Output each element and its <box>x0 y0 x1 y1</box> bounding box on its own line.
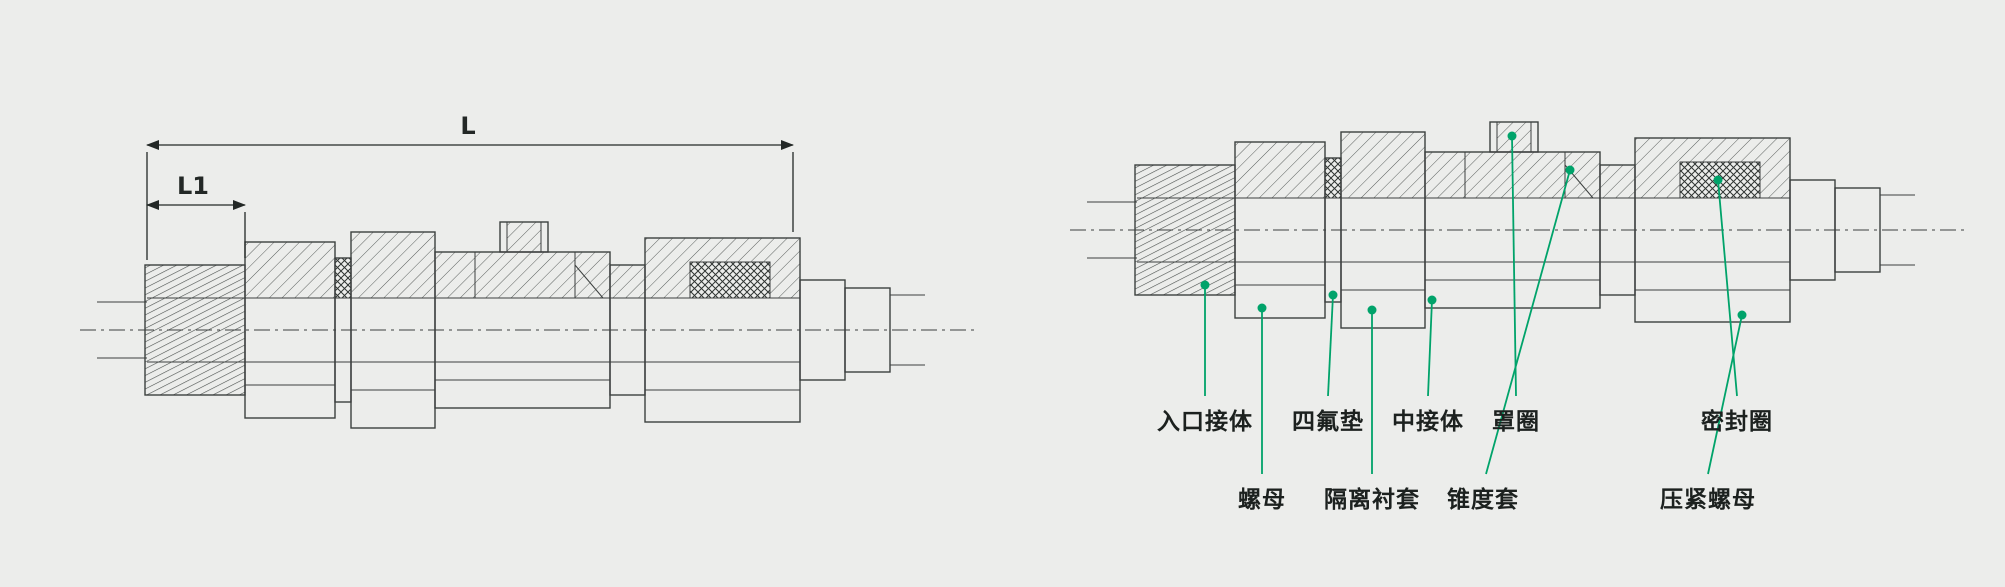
label-isolation-bushing: 隔离衬套 <box>1324 487 1420 513</box>
label-taper-sleeve: 锥度套 <box>1447 487 1519 513</box>
fitting-cross-section <box>79 221 976 429</box>
dimension-L: L <box>146 112 794 260</box>
part-leader-lines <box>1200 131 1747 475</box>
label-ptfe-gasket: 四氟垫 <box>1292 409 1364 435</box>
leader-seal-ring <box>1713 175 1738 397</box>
leader-cover-ring <box>1507 131 1517 397</box>
leader-taper-sleeve <box>1485 165 1575 475</box>
leader-inlet-body <box>1200 280 1210 396</box>
label-compression-nut: 压紧螺母 <box>1660 487 1756 513</box>
leader-middle-body <box>1427 295 1437 397</box>
label-inlet-body: 入口接体 <box>1157 409 1253 435</box>
leader-compression-nut <box>1707 310 1747 475</box>
leader-nut <box>1257 303 1267 474</box>
right-technical-drawing <box>1069 121 1966 475</box>
label-cover-ring: 罩圈 <box>1492 409 1540 435</box>
label-seal-ring: 密封圈 <box>1701 409 1773 435</box>
dimension-L-label: L <box>460 112 475 140</box>
label-nut: 螺母 <box>1238 487 1286 513</box>
dimension-L1-label: L1 <box>177 172 209 200</box>
leader-isolation-bushing <box>1367 305 1377 474</box>
leader-ptfe-gasket <box>1327 290 1338 397</box>
label-middle-body: 中接体 <box>1392 409 1464 435</box>
dimension-L1: L1 <box>146 172 246 258</box>
left-technical-drawing: L L1 <box>79 112 976 429</box>
